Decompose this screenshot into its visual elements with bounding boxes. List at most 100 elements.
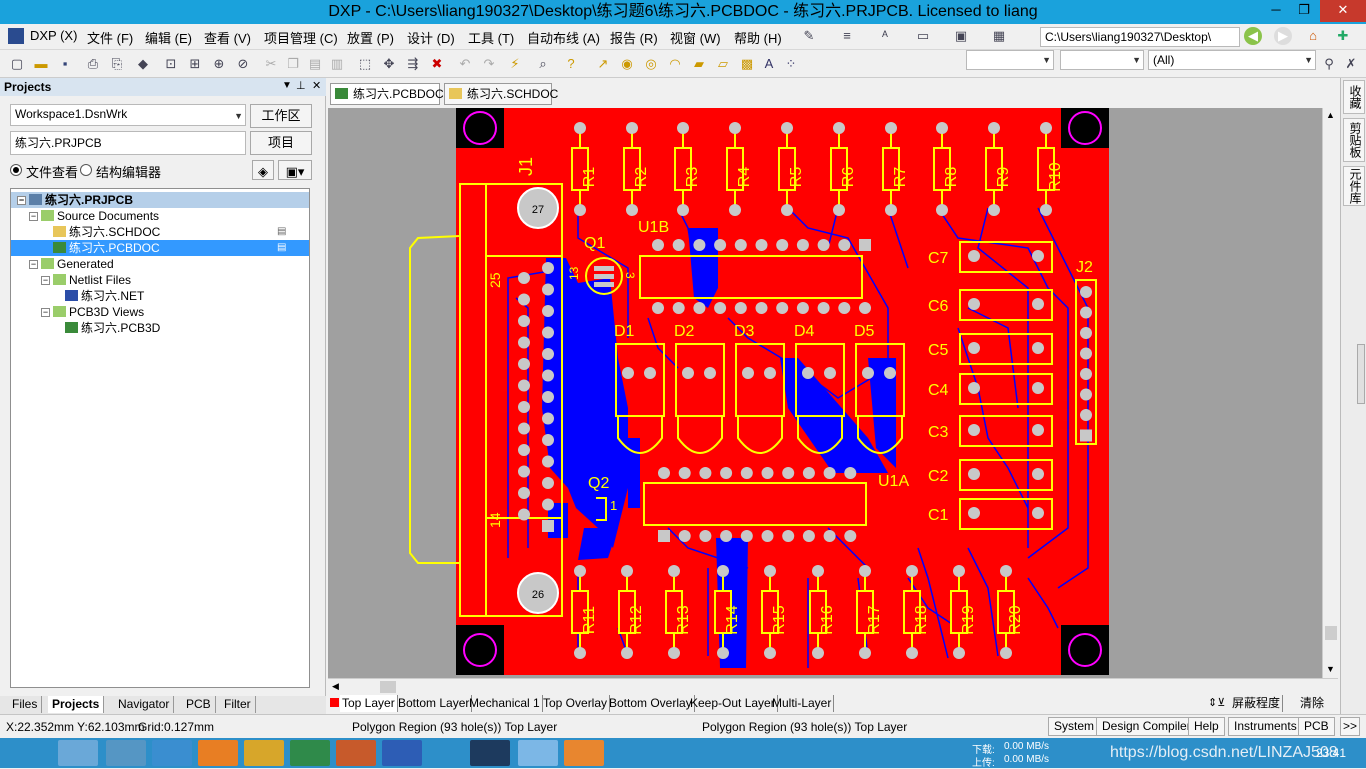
- place-fill-icon[interactable]: ▰: [694, 56, 704, 71]
- menu-tools[interactable]: 工具 (T): [468, 31, 515, 46]
- instruments-button[interactable]: Instruments: [1228, 717, 1303, 736]
- mask-level-button[interactable]: 屏蔽程度: [1230, 695, 1284, 712]
- interactive-route-icon[interactable]: ↗: [597, 56, 609, 71]
- grid-icon[interactable]: ▦: [992, 28, 1006, 43]
- layer-tab-top[interactable]: Top Layer: [340, 695, 398, 712]
- layer-scroll-icon[interactable]: ⇕⊻: [1208, 697, 1226, 709]
- folder-options-icon[interactable]: ▣▾: [278, 160, 312, 180]
- undo-icon[interactable]: ↶: [459, 56, 471, 71]
- zoom-fit-icon[interactable]: ⊡: [165, 56, 177, 71]
- taskbar-ie-icon[interactable]: [152, 740, 192, 766]
- scroll-thumb[interactable]: [1325, 626, 1337, 640]
- menu-reports[interactable]: 报告 (R): [610, 31, 658, 46]
- rubber-stamp-icon[interactable]: ▥: [330, 56, 344, 71]
- taskbar-firefox-icon[interactable]: [198, 740, 238, 766]
- zoom-filter-icon[interactable]: ⊘: [237, 56, 249, 71]
- menu-edit[interactable]: 编辑 (E): [145, 31, 192, 46]
- system-button[interactable]: System: [1048, 717, 1101, 736]
- place-component-icon[interactable]: ▩: [740, 56, 754, 71]
- taskbar-photoshop-icon[interactable]: [470, 740, 510, 766]
- back-icon[interactable]: ◀: [1244, 27, 1262, 45]
- taskbar-excel-icon[interactable]: [290, 740, 330, 766]
- vertical-scrollbar[interactable]: ▲ ▼: [1322, 108, 1338, 678]
- layer-tab-mechanical[interactable]: Mechanical 1: [467, 695, 543, 712]
- maximize-button[interactable]: ❐: [1298, 2, 1310, 17]
- menu-help[interactable]: 帮助 (H): [734, 31, 782, 46]
- tab-filter[interactable]: Filter: [220, 696, 256, 713]
- print-icon[interactable]: ⎙: [87, 56, 99, 71]
- side-tab-clipboard[interactable]: 剪贴板: [1343, 118, 1365, 162]
- net-filter-combo[interactable]: ▼: [966, 50, 1054, 70]
- zoom-select-icon[interactable]: ⊕: [213, 56, 225, 71]
- layer-tab-keepout[interactable]: Keep-Out Layer: [688, 695, 778, 712]
- close-button[interactable]: ✕: [1320, 0, 1366, 22]
- taskbar-word-icon[interactable]: [382, 740, 422, 766]
- place-polygon-icon[interactable]: ▱: [718, 56, 728, 71]
- select-connection-icon[interactable]: ⇶: [407, 56, 419, 71]
- copy-icon[interactable]: ❐: [287, 56, 299, 71]
- align-icon[interactable]: ≡: [843, 28, 851, 43]
- clear-button[interactable]: 清除: [1300, 696, 1325, 710]
- tree-schdoc[interactable]: 练习六.SCHDOC ▤: [11, 224, 309, 240]
- text-align-icon[interactable]: ᴬ: [882, 28, 888, 43]
- taskbar-dxp-icon[interactable]: [518, 740, 558, 766]
- design-compiler-button[interactable]: Design Compiler: [1096, 717, 1197, 736]
- open-icon[interactable]: ▬: [34, 56, 48, 71]
- menu-autoroute[interactable]: 自动布线 (A): [527, 31, 600, 46]
- layer-stack-icon[interactable]: ◆: [138, 56, 148, 71]
- new-icon[interactable]: ▢: [10, 56, 24, 71]
- scroll-up-icon[interactable]: ▲: [1326, 110, 1335, 120]
- workspace-select[interactable]: Workspace1.DsnWrk▼: [10, 104, 246, 126]
- horizontal-scrollbar[interactable]: ◀: [328, 678, 1338, 694]
- filter-apply-icon[interactable]: ⚲: [1324, 56, 1334, 71]
- more-button[interactable]: >>: [1340, 717, 1361, 736]
- workspace-button[interactable]: 工作区: [250, 104, 312, 128]
- help-button[interactable]: Help: [1188, 717, 1225, 736]
- filter-clear-icon[interactable]: ✗: [1345, 56, 1357, 71]
- radio-file-view[interactable]: [10, 164, 22, 176]
- cut-icon[interactable]: ✂: [265, 56, 277, 71]
- menu-file[interactable]: 文件 (F): [87, 31, 134, 46]
- tree-project[interactable]: − 练习六.PRJPCB: [11, 192, 309, 208]
- brush-icon[interactable]: ✎: [803, 28, 815, 43]
- help-icon[interactable]: ?: [567, 56, 575, 71]
- taskbar-sublime-icon[interactable]: [244, 740, 284, 766]
- layer-tab-bottom-overlay[interactable]: Bottom Overlay: [607, 695, 695, 712]
- deselect-icon[interactable]: ✖: [431, 56, 443, 71]
- place-array-icon[interactable]: ⁘: [785, 56, 797, 71]
- side-tab-favorites[interactable]: 收藏: [1343, 80, 1365, 114]
- taskbar-dog-icon[interactable]: [58, 740, 98, 766]
- taskbar-powerpoint-icon[interactable]: [336, 740, 376, 766]
- browse-components-icon[interactable]: ⌕: [539, 56, 547, 71]
- doc-tab-schdoc[interactable]: 练习六.SCHDOC: [444, 83, 558, 105]
- print-preview-icon[interactable]: ⎘: [111, 56, 123, 71]
- paste-icon[interactable]: ▤: [308, 56, 322, 71]
- dimension-icon[interactable]: ▭: [916, 28, 930, 43]
- select-area-icon[interactable]: ⬚: [358, 56, 372, 71]
- cross-probe-icon[interactable]: ⚡: [510, 56, 520, 71]
- tab-files[interactable]: Files: [8, 696, 43, 713]
- hscroll-thumb[interactable]: [380, 681, 396, 693]
- place-arc-icon[interactable]: ◠: [669, 56, 681, 71]
- taskbar-calculator-icon[interactable]: [106, 740, 146, 766]
- project-button[interactable]: 项目: [250, 131, 312, 155]
- layer-tab-bottom[interactable]: Bottom Layer: [396, 695, 473, 712]
- path-combo[interactable]: C:\Users\liang190327\Desktop\: [1040, 27, 1240, 47]
- tab-navigator[interactable]: Navigator: [114, 696, 175, 713]
- zoom-area-icon[interactable]: ⊞: [189, 56, 201, 71]
- redo-icon[interactable]: ↷: [483, 56, 495, 71]
- minimize-button[interactable]: ─: [1271, 2, 1281, 17]
- menu-project[interactable]: 项目管理 (C): [264, 31, 338, 46]
- project-field[interactable]: 练习六.PRJPCB: [10, 131, 246, 155]
- side-scroll-grip[interactable]: [1357, 344, 1365, 404]
- class-filter-combo[interactable]: ▼: [1060, 50, 1144, 70]
- menu-place[interactable]: 放置 (P): [347, 31, 394, 46]
- tree-pcbdoc[interactable]: 练习六.PCBDOC ▤: [11, 240, 309, 256]
- menu-design[interactable]: 设计 (D): [407, 31, 455, 46]
- pcb-button[interactable]: PCB: [1298, 717, 1335, 736]
- doc-tab-pcbdoc[interactable]: 练习六.PCBDOC: [330, 83, 444, 105]
- room-icon[interactable]: ▣: [954, 28, 968, 43]
- layer-filter-combo[interactable]: (All)▼: [1148, 50, 1316, 70]
- close-panel-icon[interactable]: ✕: [312, 80, 322, 92]
